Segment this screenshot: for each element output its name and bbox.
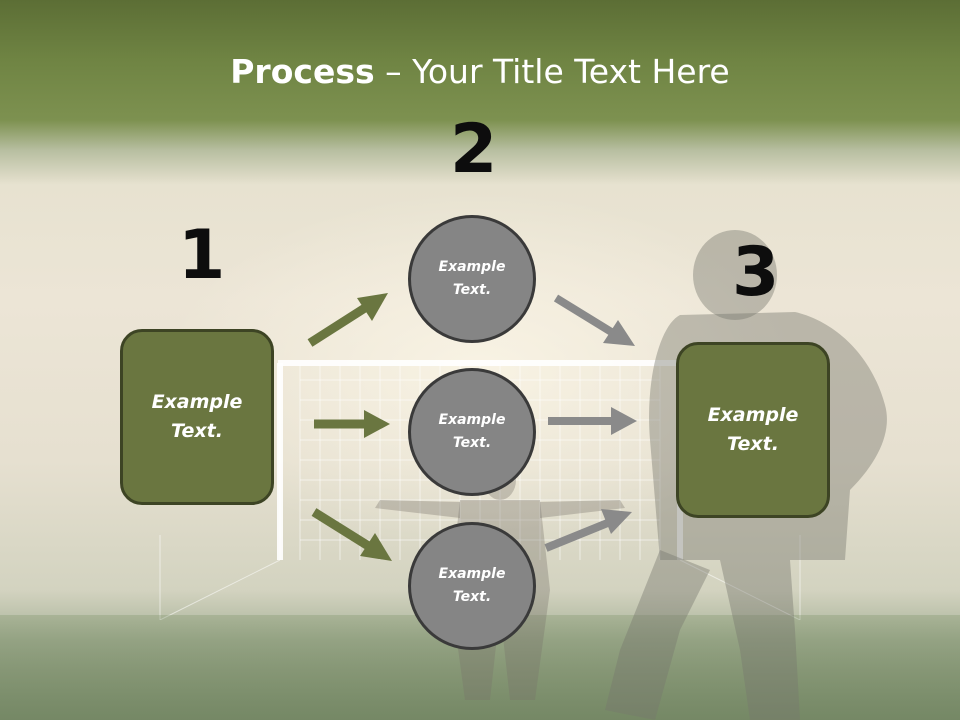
- process-box-1-text: Example Text.: [151, 391, 243, 442]
- title-bold-part: Process: [230, 52, 375, 91]
- process-circle-bottom: Example Text.: [408, 522, 536, 650]
- process-box-3-text: Example Text.: [707, 404, 799, 455]
- green-arrow-down: [311, 508, 392, 561]
- gray-arrow-up-right: [544, 509, 632, 552]
- gray-arrow-down-right: [553, 294, 635, 346]
- slide-title: Process – Your Title Text Here: [0, 52, 960, 91]
- gray-arrow-right: [548, 407, 637, 435]
- process-circle-middle-text: Example Text.: [438, 412, 506, 451]
- process-circle-middle: Example Text.: [408, 368, 536, 496]
- step-number-2: 2: [450, 110, 498, 189]
- step-number-1: 1: [178, 216, 226, 295]
- step-number-3: 3: [732, 233, 780, 312]
- title-regular-part: – Your Title Text Here: [374, 52, 730, 91]
- green-arrow-up: [307, 293, 388, 347]
- process-box-1: Example Text.: [120, 329, 274, 505]
- green-arrow-right: [314, 410, 390, 438]
- process-circle-top: Example Text.: [408, 215, 536, 343]
- process-circle-top-text: Example Text.: [438, 259, 506, 298]
- process-circle-bottom-text: Example Text.: [438, 566, 506, 605]
- process-box-3: Example Text.: [676, 342, 830, 518]
